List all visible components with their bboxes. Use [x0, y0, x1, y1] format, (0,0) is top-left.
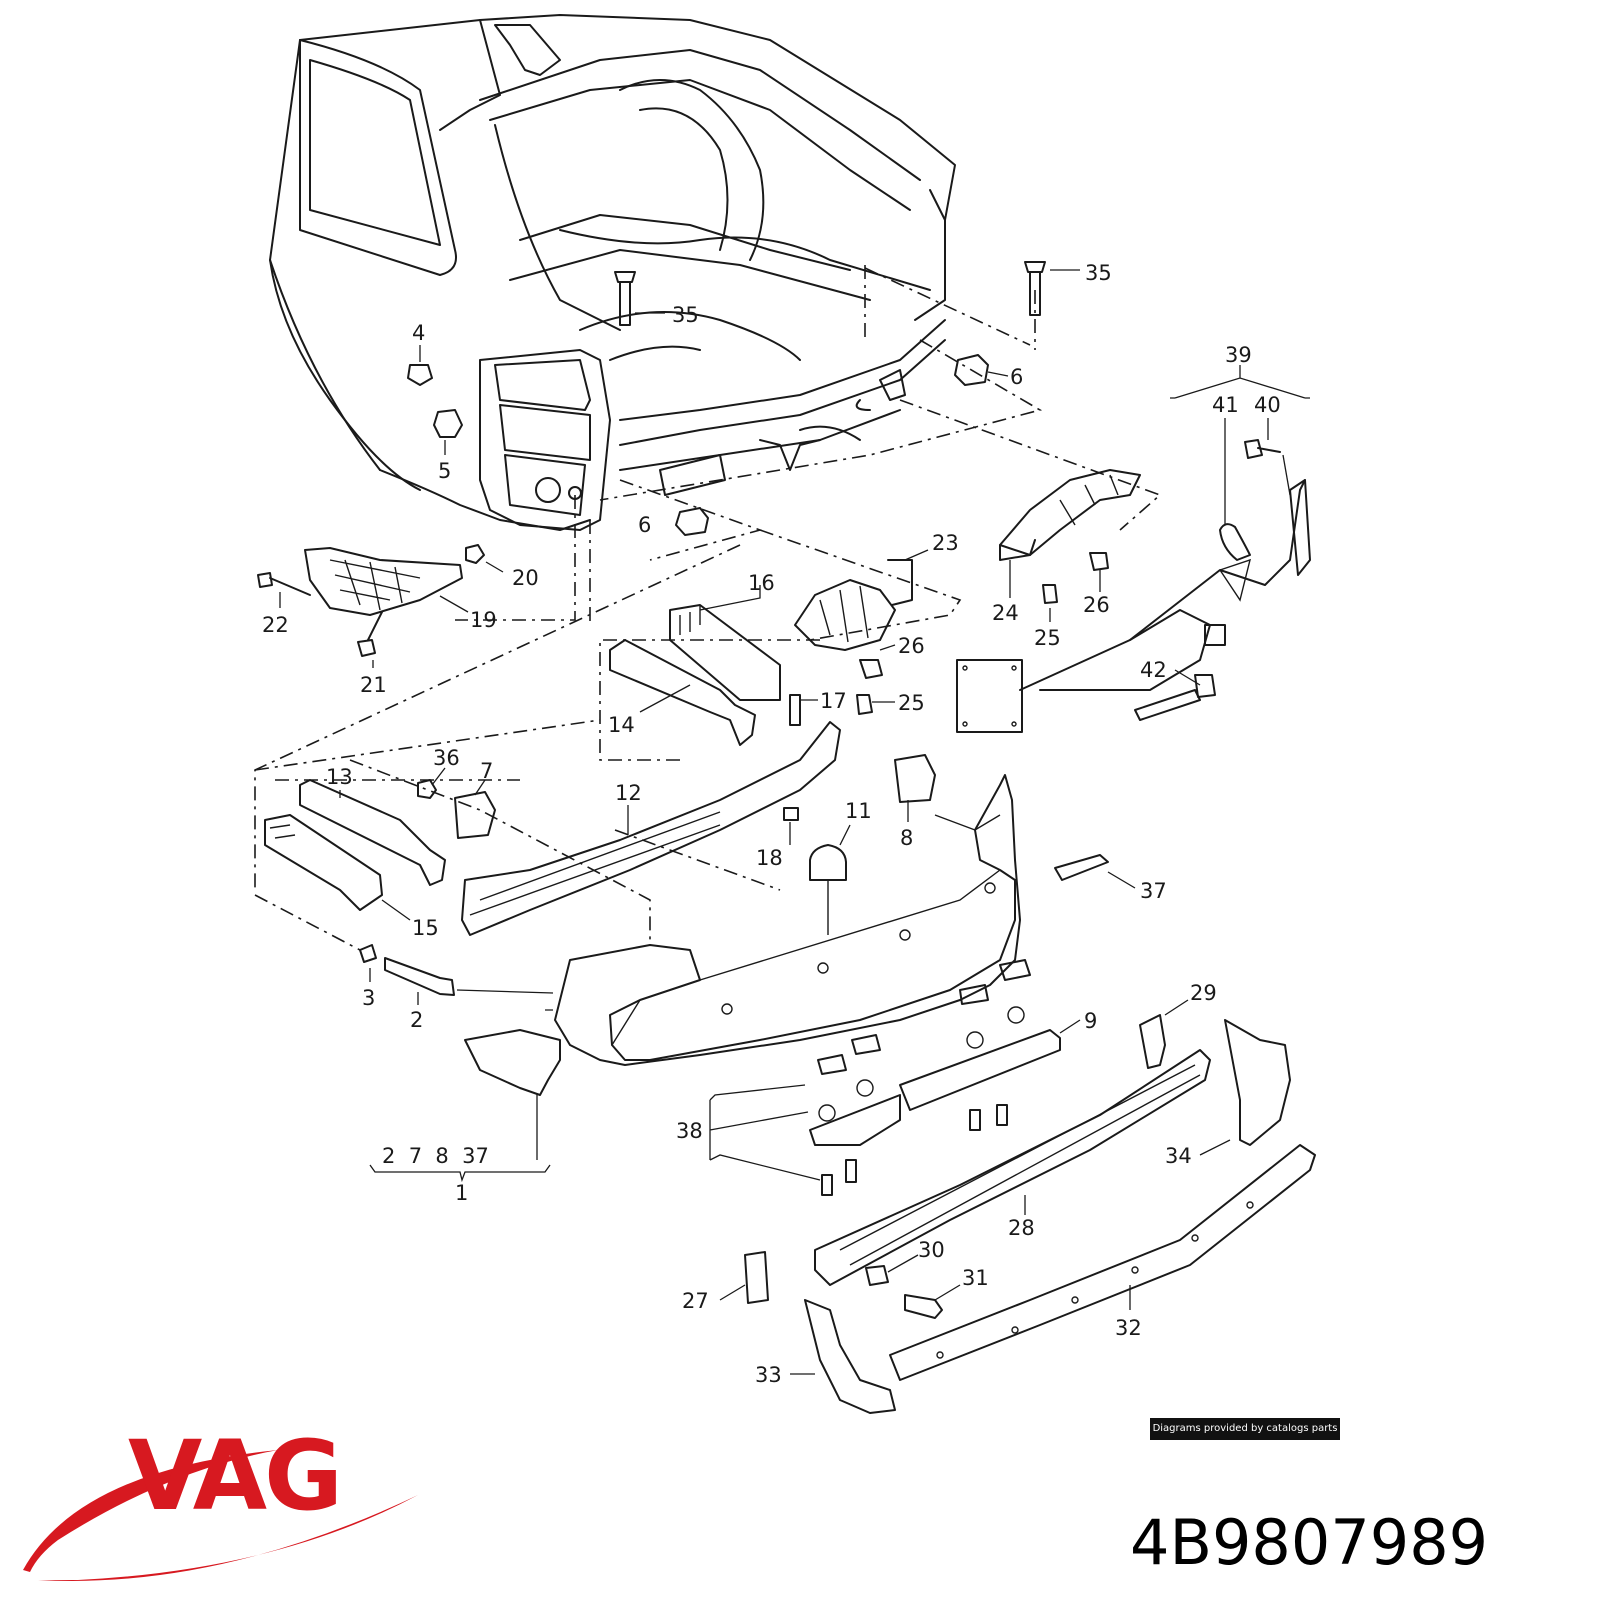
group-1-label: 1: [455, 1181, 468, 1205]
callout-6: 6: [638, 513, 651, 537]
callout-25: 25: [898, 691, 925, 715]
callout-23: 23: [932, 531, 959, 555]
vehicle-body: [269, 14, 956, 531]
callout-27: 27: [682, 1289, 709, 1313]
callout-42: 42: [1140, 658, 1167, 682]
callout-36: 36: [433, 746, 460, 770]
callout-20: 20: [512, 566, 539, 590]
callout-18: 18: [756, 846, 783, 870]
callout-37: 37: [1140, 879, 1167, 903]
callout-30: 30: [918, 1238, 945, 1262]
callout-17: 17: [820, 689, 847, 713]
callout-11: 11: [845, 799, 872, 823]
callout-12: 12: [615, 781, 642, 805]
callout-9: 9: [1084, 1009, 1097, 1033]
callout-33: 33: [755, 1363, 782, 1387]
group-1-items: 2 7 8 37: [382, 1144, 489, 1168]
callout-16: 16: [748, 571, 775, 595]
callout-22: 22: [262, 613, 289, 637]
leader-lines: [279, 269, 1310, 1375]
callout-25: 25: [1034, 626, 1061, 650]
callout-5: 5: [438, 459, 451, 483]
part-number: 4B9807989: [1130, 1506, 1489, 1579]
callout-15: 15: [412, 916, 439, 940]
callout-3: 3: [362, 986, 375, 1010]
callout-35: 35: [1085, 261, 1112, 285]
callout-4: 4: [412, 321, 425, 345]
callout-7: 7: [480, 759, 493, 783]
callout-40: 40: [1254, 393, 1281, 417]
callout-34: 34: [1165, 1144, 1192, 1168]
callout-19: 19: [470, 608, 497, 632]
assembly-lines: [254, 265, 1162, 951]
callout-labels: 35 35 4 5 6 6 39 41 40 20 22 19 21 23 16…: [262, 261, 1281, 1387]
callout-41: 41: [1212, 393, 1239, 417]
callout-26: 26: [1083, 593, 1110, 617]
callout-24: 24: [992, 601, 1019, 625]
callout-38: 38: [676, 1119, 703, 1143]
callout-8: 8: [900, 826, 913, 850]
parts: [257, 261, 1316, 1414]
callout-6: 6: [1010, 365, 1023, 389]
callout-29: 29: [1190, 981, 1217, 1005]
callout-28: 28: [1008, 1216, 1035, 1240]
callout-13: 13: [326, 765, 353, 789]
callout-14: 14: [608, 713, 635, 737]
callout-31: 31: [962, 1266, 989, 1290]
callout-21: 21: [360, 673, 387, 697]
diagram-credit: Diagrams provided by catalogs parts: [1150, 1418, 1340, 1440]
callout-32: 32: [1115, 1316, 1142, 1340]
callout-2: 2: [410, 1008, 423, 1032]
callout-39: 39: [1225, 343, 1252, 367]
brand-logo-text: VAG: [128, 1420, 343, 1532]
callout-35: 35: [672, 303, 699, 327]
callout-26: 26: [898, 634, 925, 658]
